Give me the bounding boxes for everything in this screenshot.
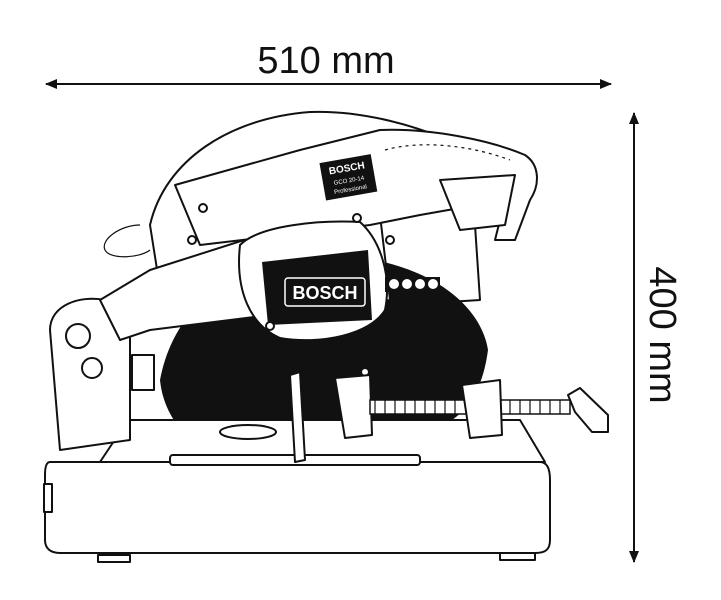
height-dimension: 400 mm — [629, 112, 683, 563]
grip-texture — [384, 144, 511, 161]
model-label: BOSCH GCO 20-14 Professional — [319, 154, 378, 201]
motor-brand-text: BOSCH — [292, 283, 357, 303]
base-plate — [99, 419, 546, 463]
screws — [187, 203, 395, 377]
vise-bracket — [461, 379, 503, 439]
feet — [97, 552, 536, 563]
screw-thread — [374, 400, 561, 414]
vise-jaw — [334, 374, 373, 439]
width-dimension: 510 mm — [45, 40, 612, 89]
height-label: 400 mm — [641, 266, 683, 403]
fence — [289, 371, 306, 463]
label-line: Professional — [334, 184, 368, 196]
side-handle — [43, 483, 53, 513]
trigger-grip — [439, 174, 516, 231]
clamp-knob — [219, 424, 277, 440]
depth-stop — [131, 354, 155, 391]
base — [44, 461, 551, 554]
pivot-knob — [81, 357, 103, 379]
label-model: GCO 20-14 — [333, 176, 365, 187]
vise-handle — [567, 387, 609, 433]
motor-badge — [284, 277, 366, 307]
power-cord — [103, 224, 151, 258]
saw-illustration: BOSCH BOSCH GCO 20-14 Professional — [43, 110, 609, 563]
warning-symbols — [385, 277, 440, 292]
width-label: 510 mm — [257, 40, 394, 82]
pivot-bolt — [65, 323, 91, 349]
